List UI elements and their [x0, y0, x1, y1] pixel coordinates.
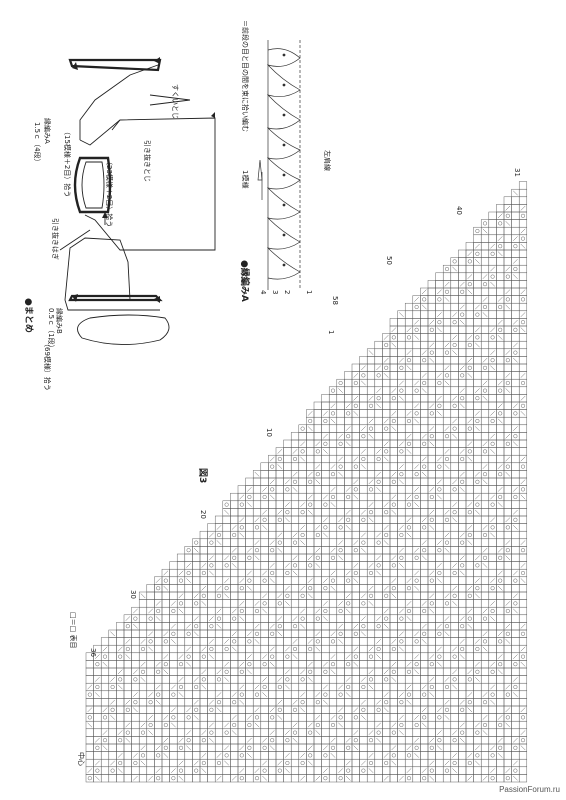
- col-number-1: 1: [327, 330, 335, 335]
- col-number-20: 20: [199, 510, 207, 519]
- watermark: PassionForum.ru: [499, 785, 560, 794]
- chart-center-label: 中心: [77, 752, 85, 766]
- col-number-36: 36: [89, 648, 97, 657]
- row-number-50: 50: [385, 256, 393, 265]
- row-number-31: 31: [513, 168, 521, 177]
- col-number-10: 10: [265, 428, 273, 437]
- col-number-30: 30: [129, 590, 137, 599]
- chart-legend: □＝□ 表目: [69, 612, 77, 649]
- chart-grid: [85, 181, 528, 783]
- figure-label: 図3: [197, 468, 207, 484]
- row-number-40: 40: [455, 206, 463, 215]
- row-number-58: 58: [331, 296, 339, 305]
